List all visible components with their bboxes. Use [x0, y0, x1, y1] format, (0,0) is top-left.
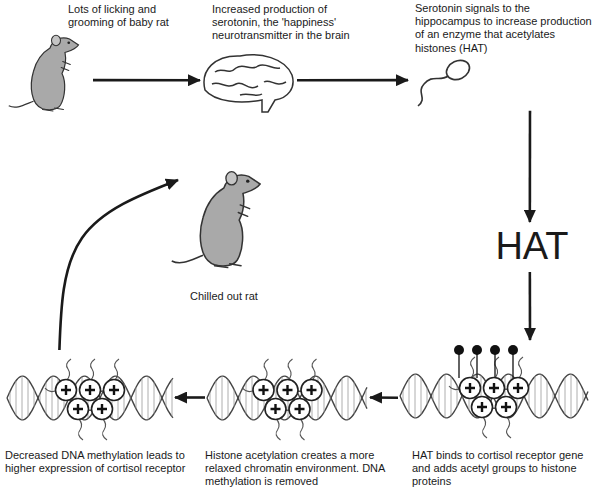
enzyme-name: HAT: [483, 222, 581, 268]
flow-arrow: [175, 396, 205, 399]
hippocampus-icon: [418, 57, 473, 106]
stage-box: HAT binds to cortisol receptor gene and …: [398, 340, 590, 445]
stage-caption: Serotonin signals to the hippocampus to …: [415, 2, 595, 55]
stage-caption: Lots of licking and grooming of baby rat: [68, 3, 186, 29]
stage-box: Decreased DNA methylation leads to highe…: [5, 350, 175, 445]
enzyme-label: HAT: [483, 222, 581, 272]
stage-box: Lots of licking and grooming of baby rat: [8, 30, 93, 115]
flow-arrow: [529, 111, 532, 222]
stage-box: Serotonin signals to the hippocampus to …: [408, 58, 565, 111]
baby-rat: [9, 35, 79, 111]
flow-arrow: [59, 180, 178, 350]
flow-arrow: [370, 396, 398, 399]
stage-caption: HAT binds to cortisol receptor gene and …: [412, 449, 594, 489]
stage-box: Histone acetylation creates a more relax…: [205, 350, 370, 445]
flow-arrow: [93, 79, 200, 82]
stage-caption: Increased production of serotonin, the '…: [212, 3, 364, 43]
chromatin-relaxed: [207, 359, 367, 440]
stage-caption: Histone acetylation creates a more relax…: [205, 449, 397, 489]
chilled-rat: [172, 172, 260, 268]
stage-box: Chilled out rat: [178, 160, 268, 285]
chromatin-hat-bound: [400, 345, 588, 438]
chromatin-demethylated: [7, 359, 173, 440]
stage-caption: Chilled out rat: [190, 290, 285, 303]
stage-caption: Decreased DNA methylation leads to highe…: [5, 449, 193, 475]
flow-arrow: [297, 79, 408, 82]
stage-box: Increased production of serotonin, the '…: [200, 55, 297, 115]
brain: [204, 55, 293, 112]
flow-arrow: [529, 272, 532, 340]
